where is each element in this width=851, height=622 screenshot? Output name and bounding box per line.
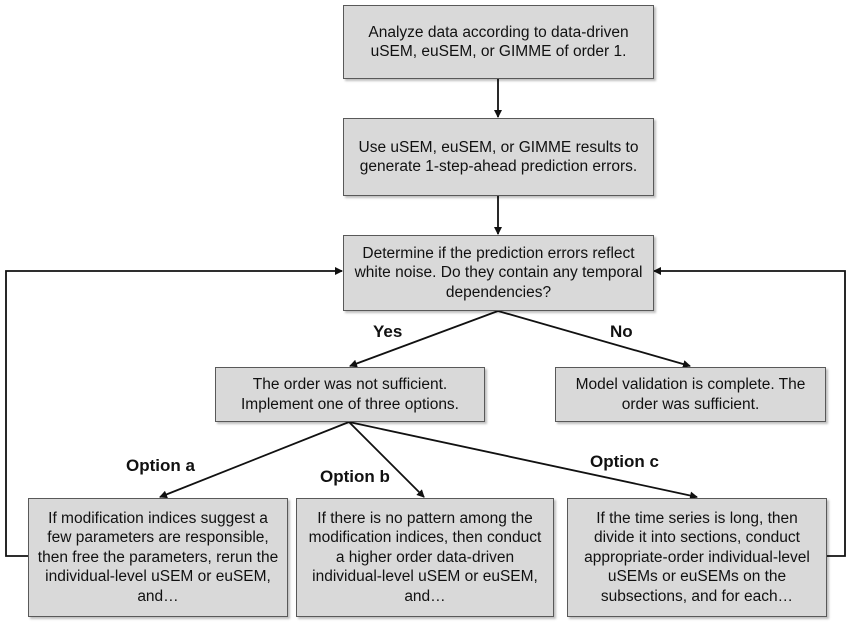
option-a-label: Option a [126,456,195,475]
step2-box: Use uSEM, euSEM, or GIMME results to gen… [343,118,654,196]
arrow-step3-no [497,310,691,368]
no-label: No [610,322,633,341]
feedback-right [653,267,846,557]
yes-result-box: The order was not sufficient. Implement … [215,367,485,422]
feedback-left [5,267,343,557]
step3-box: Determine if the prediction errors refle… [343,235,654,311]
arrow-step3-yes [349,310,499,368]
step1-box: Analyze data according to data-driven uS… [343,5,654,79]
no-result-box: Model validation is complete. The order … [555,367,826,422]
option-b-label: Option b [320,467,390,486]
yes-label: Yes [373,322,403,341]
arrow-option-c [348,421,698,500]
option-b-box: If there is no pattern among the modific… [296,498,554,617]
arrow-option-b [348,421,425,498]
arrow-option-a [159,421,350,499]
option-c-label: Option c [590,452,659,471]
option-c-box: If the time series is long, then divide … [567,498,827,617]
option-a-box: If modification indices suggest a few pa… [28,498,288,617]
